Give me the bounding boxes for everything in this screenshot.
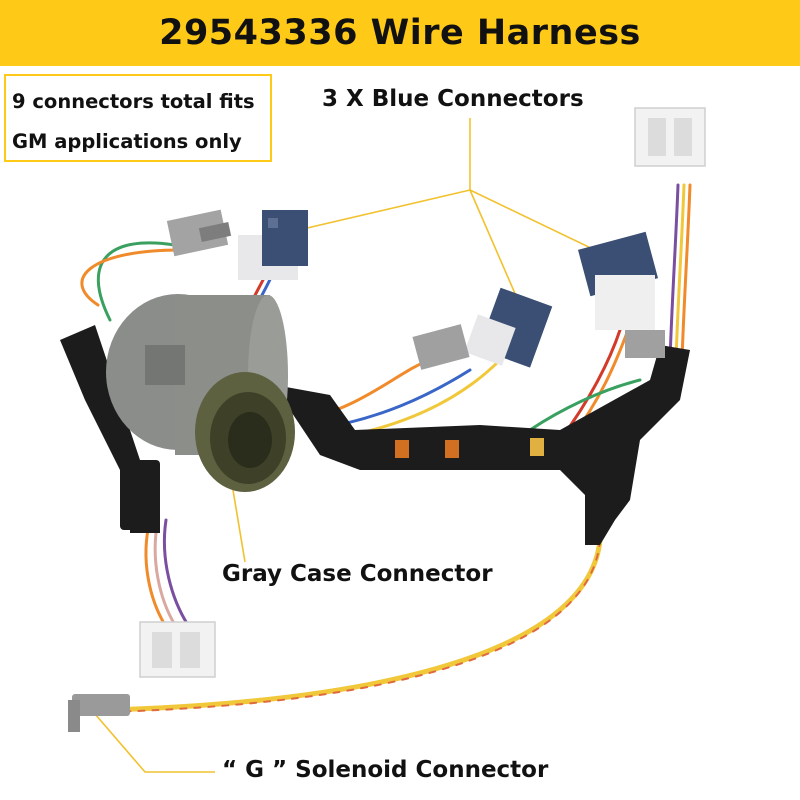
wire-g-solenoid bbox=[107, 537, 603, 713]
callout-g-solenoid-connector: “ G ” Solenoid Connector bbox=[222, 757, 549, 783]
gray-case-connector bbox=[106, 294, 295, 492]
gray-connector-top-left bbox=[166, 209, 232, 257]
wire-vertical-right bbox=[668, 183, 680, 362]
blue-connector-middle bbox=[464, 287, 553, 368]
white-connector-bottom-left bbox=[139, 621, 216, 678]
gray-connector-right bbox=[625, 330, 665, 358]
info-box: 9 connectors total fits GM applications … bbox=[4, 74, 272, 162]
info-line-1: 9 connectors total fits bbox=[12, 90, 255, 113]
g-solenoid-connector bbox=[68, 694, 130, 732]
leader-blue-mid bbox=[469, 189, 521, 306]
plastic-bracket bbox=[60, 325, 690, 545]
callout-blue-connectors: 3 X Blue Connectors bbox=[322, 86, 584, 112]
blue-connector-right bbox=[577, 231, 659, 330]
leader-blue-left bbox=[289, 189, 471, 233]
page-title: 29543336 Wire Harness bbox=[159, 13, 641, 53]
white-connector-top-right bbox=[634, 107, 706, 167]
leader-case bbox=[231, 483, 246, 563]
callout-lines bbox=[94, 118, 621, 773]
callout-gray-case-connector: Gray Case Connector bbox=[222, 561, 493, 587]
title-banner: 29543336 Wire Harness bbox=[0, 0, 800, 66]
blue-connector-left bbox=[238, 210, 308, 280]
leader-g bbox=[94, 713, 215, 773]
bracket-slots bbox=[395, 438, 544, 458]
info-line-2: GM applications only bbox=[12, 130, 242, 153]
gray-connector-middle bbox=[412, 324, 470, 370]
wire-green bbox=[96, 241, 177, 322]
wire-orange-top bbox=[80, 248, 182, 307]
